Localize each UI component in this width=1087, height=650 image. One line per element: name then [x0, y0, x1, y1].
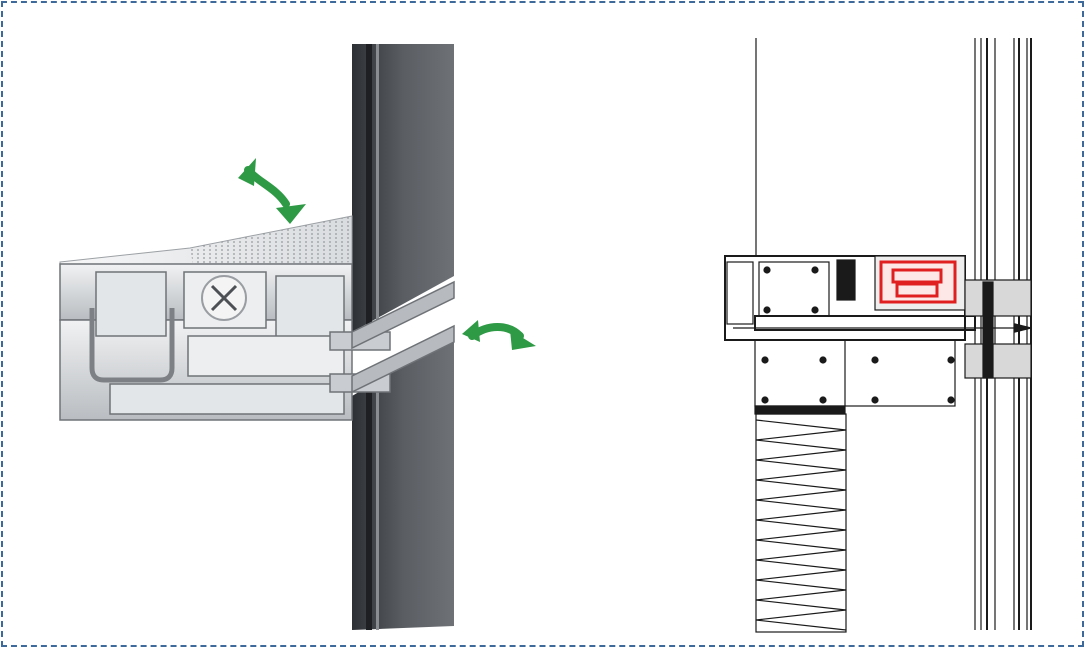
- close-x-icon: [201, 275, 247, 321]
- render-view: [40, 36, 560, 636]
- section-view: [715, 30, 1055, 636]
- airflow-arrow-icon: [462, 320, 536, 350]
- upper-glass-pane: [352, 44, 454, 334]
- section-svg: [724, 38, 1032, 633]
- glazing-connection: [964, 279, 1032, 379]
- airflow-arrow-icon: [238, 158, 306, 224]
- insulation-layer: [755, 413, 847, 633]
- lower-glass-pane: [352, 336, 454, 630]
- thermal-break-highlight: [879, 260, 957, 304]
- fastener-dots: [755, 266, 955, 414]
- profile-cross-section: [59, 263, 455, 421]
- render-svg: [59, 44, 536, 630]
